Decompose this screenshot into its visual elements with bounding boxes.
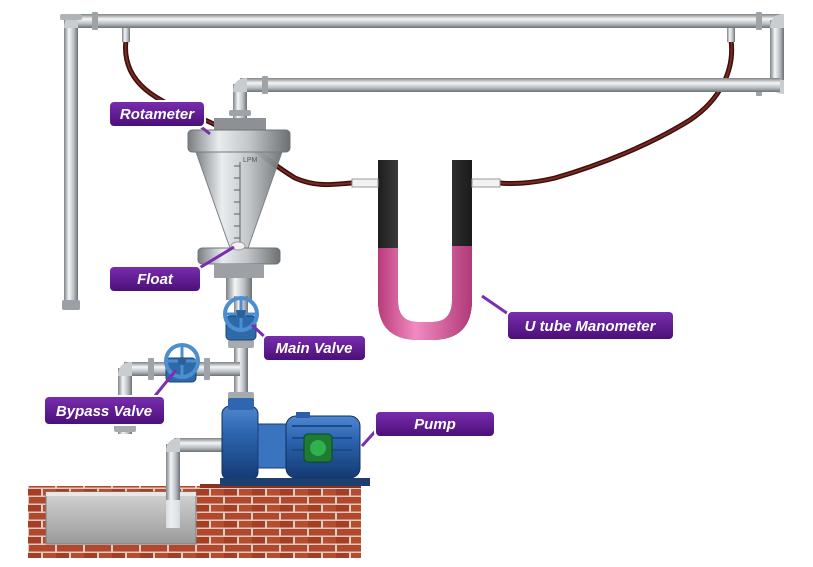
pump-label: Pump xyxy=(414,416,456,433)
rotameter-scale xyxy=(234,162,241,244)
suction-pipe xyxy=(166,438,224,528)
callout-float: Float xyxy=(108,245,235,293)
callout-main-valve: Main Valve xyxy=(250,323,367,362)
return-piping xyxy=(60,12,784,310)
u-tube-manometer-label: U tube Manometer xyxy=(525,318,657,335)
callout-bypass-valve: Bypass Valve xyxy=(43,369,178,426)
manometer-fluid xyxy=(378,246,472,340)
bypass-valve-label: Bypass Valve xyxy=(56,403,152,420)
motor-terminal-box-icon xyxy=(303,433,333,463)
valve-handwheel-icon xyxy=(223,296,259,332)
rotameter: LPM xyxy=(187,118,291,300)
rotameter-label: Rotameter xyxy=(120,106,195,123)
rotameter-unit-label: LPM xyxy=(243,157,258,164)
pump xyxy=(220,398,370,486)
callout-rotameter: Rotameter xyxy=(108,100,211,136)
callout-u-tube-manometer: U tube Manometer xyxy=(481,294,675,341)
float-label: Float xyxy=(137,271,174,288)
main-valve-label: Main Valve xyxy=(276,340,353,357)
main-valve xyxy=(223,296,259,341)
callout-pump: Pump xyxy=(360,410,496,448)
bypass-valve xyxy=(164,343,200,383)
u-tube-manometer xyxy=(351,160,501,340)
valve-handwheel-icon xyxy=(164,343,200,379)
